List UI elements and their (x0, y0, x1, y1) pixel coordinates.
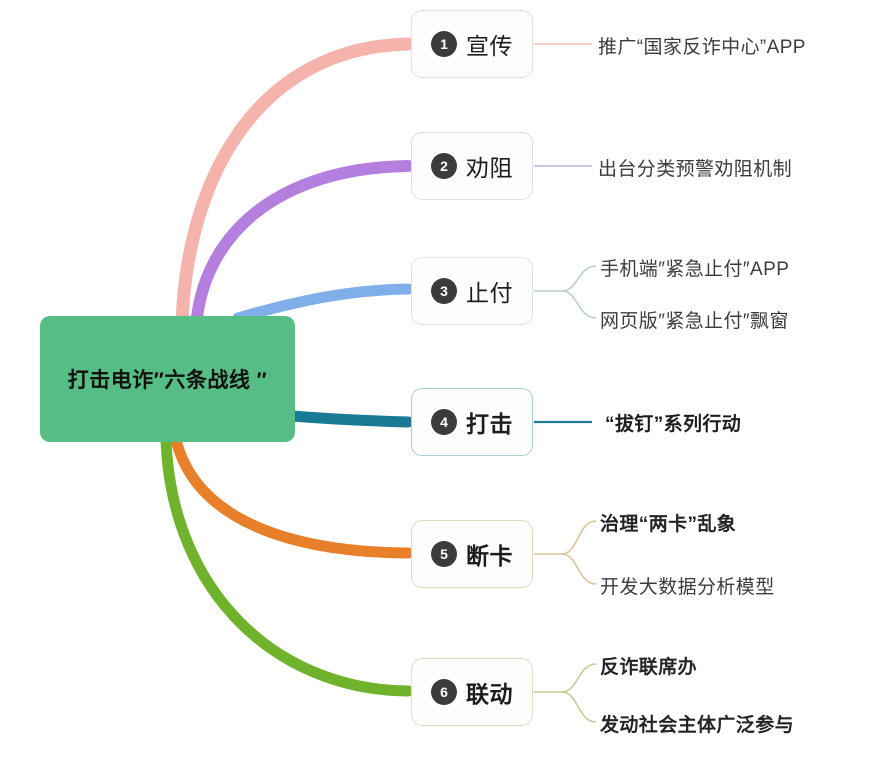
branch-node-2[interactable]: 2 劝阻 (411, 132, 533, 200)
leaf-text-5-1[interactable]: 治理“两卡”乱象 (600, 514, 737, 535)
branch-connector-3 (232, 283, 414, 324)
leaf-text-1-1[interactable]: 推广“国家反诈中心”APP (598, 37, 806, 58)
leaf-text-3-1[interactable]: 手机端″紧急止付″APP (600, 259, 790, 280)
leaf-text-6-1[interactable]: 反诈联席办 (600, 657, 698, 678)
leaf-connector-3-2 (561, 290, 597, 319)
branch-number-4: 4 (431, 409, 457, 435)
branch-node-label-3: 止付 (466, 280, 513, 306)
center-node-label: 打击电诈″六条战线 ″ (67, 369, 268, 392)
center-node[interactable]: 打击电诈″六条战线 ″ (40, 316, 295, 442)
leaf-connector-6-1 (561, 663, 597, 693)
leaf-text-6-2[interactable]: 发动社会主体广泛参与 (600, 715, 795, 736)
branch-node-4[interactable]: 4 打击 (411, 388, 533, 456)
leaf-text-4-1[interactable]: “拔钉”系列行动 (605, 414, 742, 435)
leaf-text-2-1[interactable]: 出台分类预警劝阻机制 (598, 159, 793, 180)
branch-node-6[interactable]: 6 联动 (411, 658, 533, 726)
leaf-connector-5-2 (561, 553, 597, 585)
branch-number-5: 5 (431, 541, 457, 567)
leaf-connector-3-1 (561, 265, 597, 292)
leaf-text-3-2[interactable]: 网页版″紧急止付″飘窗 (600, 311, 789, 332)
branch-number-3: 3 (431, 278, 457, 304)
branch-node-label-6: 联动 (466, 681, 513, 707)
branch-number-2: 2 (431, 153, 457, 179)
branch-number-1: 1 (431, 31, 457, 57)
branch-node-label-4: 打击 (466, 411, 513, 437)
leaf-text-5-2[interactable]: 开发大数据分析模型 (600, 577, 775, 598)
branch-connector-1 (175, 37, 415, 337)
branch-connector-2 (190, 160, 414, 334)
branch-connector-6 (160, 434, 414, 697)
branch-node-1[interactable]: 1 宣传 (411, 10, 533, 78)
branch-connector-4 (286, 410, 414, 428)
branch-node-3[interactable]: 3 止付 (411, 257, 533, 325)
branch-number-6: 6 (431, 679, 457, 705)
branch-node-5[interactable]: 5 断卡 (411, 520, 533, 588)
branch-node-label-2: 劝阻 (466, 155, 513, 181)
leaf-connector-6-2 (561, 691, 597, 723)
branch-node-label-1: 宣传 (466, 33, 513, 59)
leaf-connector-5-1 (561, 520, 597, 555)
branch-connector-5 (170, 434, 414, 559)
branch-node-label-5: 断卡 (466, 543, 513, 569)
